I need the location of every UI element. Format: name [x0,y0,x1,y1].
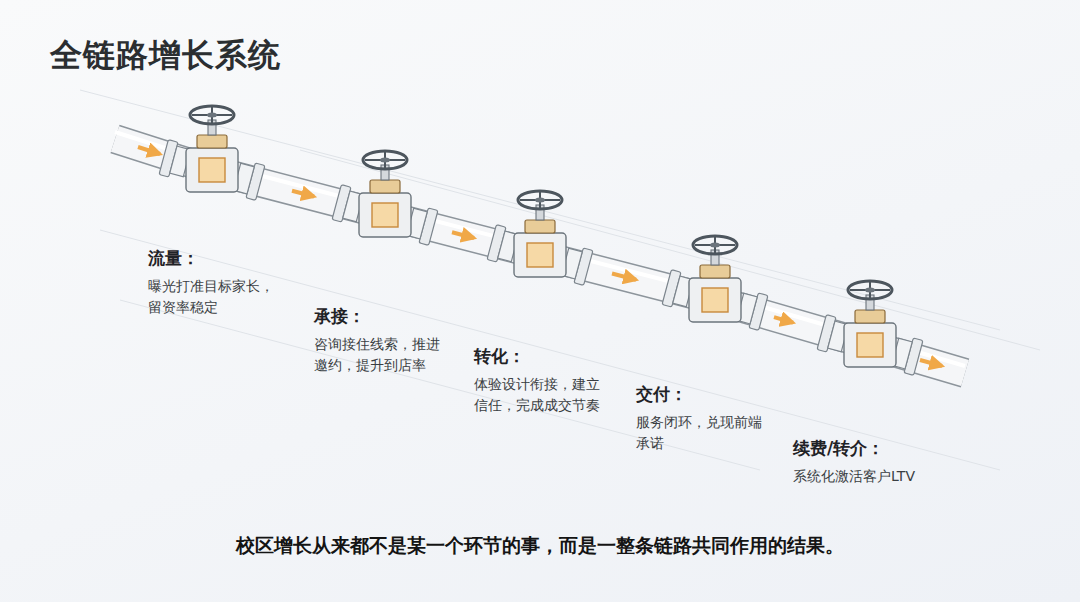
stage-description: 体验设计衔接，建立信任，完成成交节奏 [474,374,604,416]
stage-description: 服务闭环，兑现前端承诺 [636,412,766,454]
stage-heading: 承接： [314,305,452,328]
summary-caption: 校区增长从来都不是某一个环节的事，而是一整条链路共同作用的结果。 [0,533,1080,559]
flow-arrow [452,232,474,238]
stage-valve-node: 交付： 服务闭环，兑现前端承诺 [636,230,774,454]
flow-arrow [292,191,314,197]
stage-description: 咨询接住线索，推进邀约，提升到店率 [314,334,444,376]
slide-title: 全链路增长系统 [50,34,281,78]
stage-valve-node: 续费/转介： 系统化激活客户LTV [793,275,937,487]
stage-heading: 流量： [148,247,292,270]
flow-arrow [774,317,793,323]
stage-valve-node: 承接： 咨询接住线索，推进邀约，提升到店率 [314,145,452,376]
stage-valve-node: 流量： 曝光打准目标家长，留资率稳定 [148,100,292,318]
stage-heading: 交付： [636,383,774,406]
flow-arrow [612,274,636,280]
stage-valve-node: 转化： 体验设计衔接，建立信任，完成成交节奏 [474,185,612,416]
stage-description: 曝光打准目标家长，留资率稳定 [148,276,278,318]
stage-heading: 续费/转介： [793,437,937,460]
stage-heading: 转化： [474,345,612,368]
stage-description: 系统化激活客户LTV [793,466,923,487]
